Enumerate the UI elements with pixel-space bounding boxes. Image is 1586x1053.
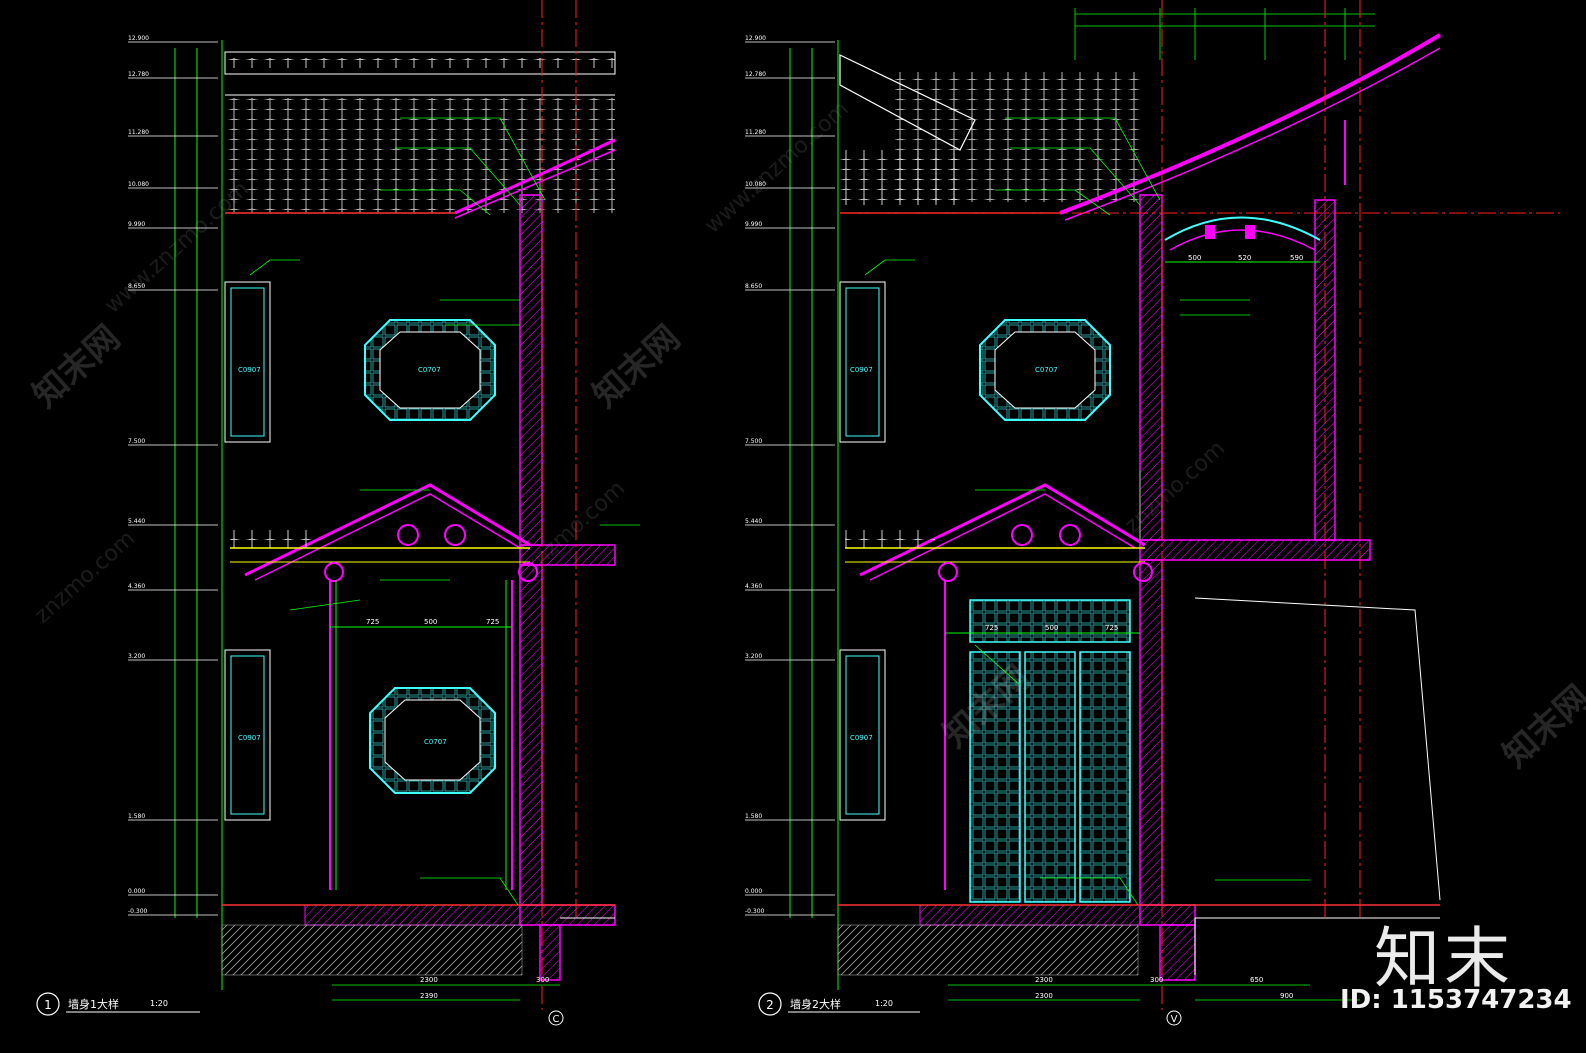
octagon-window-upper-2: C0707 — [979, 319, 1111, 421]
wall-column-1 — [519, 194, 616, 981]
svg-text:2390: 2390 — [420, 992, 438, 1000]
svg-text:500: 500 — [424, 618, 437, 626]
octagon-window-lower-1: C0707 — [369, 687, 496, 794]
svg-text:2300: 2300 — [420, 976, 438, 984]
side-window-lower-1: C0907 — [224, 649, 271, 821]
svg-text:C0707: C0707 — [424, 738, 447, 746]
inner-dimensions-1: 725 500 725 — [330, 618, 512, 628]
inner-dimensions-2: 725 500 725 — [945, 624, 1140, 634]
svg-text:725: 725 — [985, 624, 998, 632]
elevation-label: 3.200 — [745, 653, 762, 660]
wall-section-drawing-2: 12.900 12.780 11.280 10.080 9.990 8.650 7.500 5… — [745, 0, 1560, 1026]
elevation-label: 8.650 — [128, 283, 145, 290]
svg-text:2300: 2300 — [1035, 992, 1053, 1000]
gable-1 — [230, 483, 538, 582]
elevation-label: 12.900 — [745, 35, 766, 42]
svg-text:C0907: C0907 — [850, 734, 873, 742]
svg-text:725: 725 — [366, 618, 379, 626]
brand-watermark: 知末 — [1374, 920, 1514, 997]
side-window-lower-2: C0907 — [839, 649, 886, 821]
lattice-door-2 — [944, 580, 1131, 903]
svg-text:725: 725 — [1105, 624, 1118, 632]
octagon-window-upper-1: C0707 — [364, 319, 496, 421]
elevation-label: 0.000 — [745, 888, 762, 895]
elevation-label: 8.650 — [745, 283, 762, 290]
svg-text:500: 500 — [1045, 624, 1058, 632]
svg-text:520: 520 — [1238, 254, 1251, 262]
elevation-label: 10.080 — [745, 181, 766, 188]
drawing-title-2: 2 墙身2大样 1:20 — [758, 992, 920, 1016]
drawing-2-scale: 1:20 — [875, 999, 893, 1008]
axis-label-1: C — [553, 1014, 560, 1025]
elevation-label: 4.360 — [128, 583, 145, 590]
elevation-label: 9.990 — [128, 221, 145, 228]
elevation-label: 1.580 — [128, 813, 145, 820]
roof-tiles-2 — [839, 54, 1145, 214]
svg-text:C0907: C0907 — [850, 366, 873, 374]
svg-text:650: 650 — [1250, 976, 1263, 984]
wall-section-drawing-1: 12.900 12.780 11.280 10.080 9.990 8.650 7.500 5… — [36, 0, 640, 1026]
axis-label-2: V — [1171, 1014, 1178, 1025]
svg-text:300: 300 — [536, 976, 549, 984]
svg-text:725: 725 — [486, 618, 499, 626]
elevation-label: 0.000 — [128, 888, 145, 895]
elevation-label: 7.500 — [745, 438, 762, 445]
elevation-label: 1.580 — [745, 813, 762, 820]
elevation-ruler-2 — [789, 40, 839, 990]
elevation-label: -0.300 — [128, 908, 148, 915]
bottom-dimensions-1: 2300 2390 300 — [332, 976, 560, 1001]
elevation-label: 4.360 — [745, 583, 762, 590]
elevation-label: 7.500 — [128, 438, 145, 445]
elevation-ruler-1 — [174, 40, 223, 990]
svg-text:2: 2 — [766, 998, 774, 1012]
svg-text:500: 500 — [1188, 254, 1201, 262]
elevation-label: 11.280 — [745, 129, 766, 136]
leaders-2 — [864, 117, 1310, 906]
drawing-title-1: 1 墙身1大样 1:20 — [36, 992, 200, 1016]
id-watermark: ID: 1153747234 — [1340, 985, 1572, 1015]
svg-text:300: 300 — [1150, 976, 1163, 984]
svg-text:590: 590 — [1290, 254, 1303, 262]
top-dimensions-2 — [1074, 8, 1375, 60]
elevation-label: -0.300 — [745, 908, 765, 915]
gable-2 — [845, 483, 1153, 582]
elevation-label: 10.080 — [128, 181, 149, 188]
svg-text:1: 1 — [44, 998, 52, 1012]
elevation-label: 12.780 — [128, 71, 149, 78]
drawing-1-title: 墙身1大样 — [68, 997, 119, 1011]
roof-tiles-1 — [224, 51, 616, 214]
elevation-label: 12.780 — [745, 71, 766, 78]
elevation-levels-2: 12.900 12.780 11.280 10.080 9.990 8.650 7.500 5… — [745, 35, 835, 916]
svg-text:2300: 2300 — [1035, 976, 1053, 984]
elevation-label: 5.440 — [745, 518, 762, 525]
svg-text:C0907: C0907 — [238, 734, 261, 742]
drawing-2-title: 墙身2大样 — [790, 997, 841, 1011]
svg-text:C0707: C0707 — [418, 366, 441, 374]
wall-column-2 — [1139, 194, 1371, 981]
drawing-1-scale: 1:20 — [150, 999, 168, 1008]
elevation-levels-1: 12.900 12.780 11.280 10.080 9.990 8.650 7.500 5… — [128, 35, 218, 916]
elevation-label: 11.280 — [128, 129, 149, 136]
bottom-dimensions-2: 2300 2300 300 650 900 — [948, 976, 1360, 1001]
elevation-label: 3.200 — [128, 653, 145, 660]
elevation-label: 5.440 — [128, 518, 145, 525]
leaders-1 — [249, 117, 640, 906]
svg-text:900: 900 — [1280, 992, 1293, 1000]
side-window-upper-2: C0907 — [839, 281, 886, 443]
elevation-label: 12.900 — [128, 35, 149, 42]
svg-text:C0707: C0707 — [1035, 366, 1058, 374]
side-window-upper-1: C0907 — [224, 281, 271, 443]
elevation-label: 9.990 — [745, 221, 762, 228]
svg-text:C0907: C0907 — [238, 366, 261, 374]
arch-opening-2: 500 520 590 — [1164, 216, 1321, 263]
